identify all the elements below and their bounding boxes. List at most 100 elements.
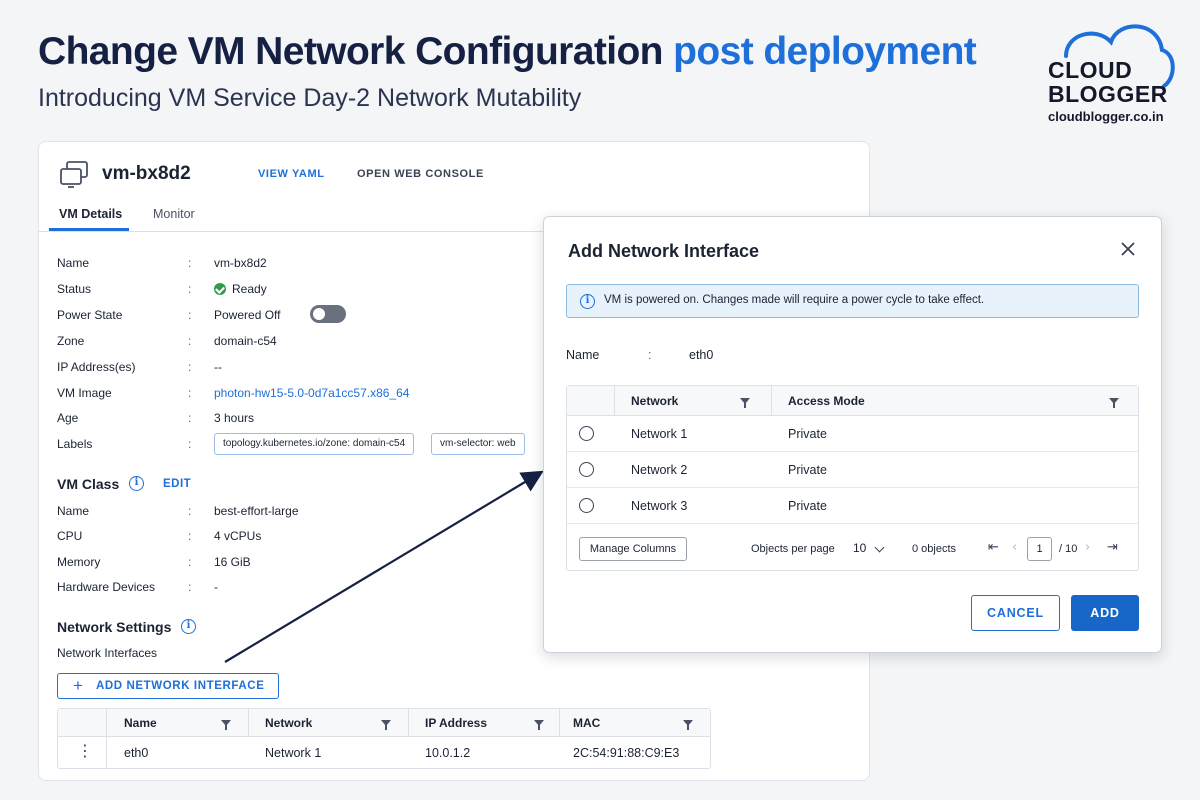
cell-network: Network 3: [631, 499, 688, 513]
detail-value: --: [214, 360, 222, 374]
cloudblogger-logo: CLOUD BLOGGER cloudblogger.co.in: [1030, 16, 1180, 126]
vm-tabs: VM Details Monitor: [39, 206, 869, 232]
power-toggle[interactable]: [310, 305, 346, 323]
detail-label: CPU: [57, 529, 83, 543]
detail-colon: :: [188, 360, 192, 374]
open-web-console-link[interactable]: OPEN WEB CONSOLE: [357, 168, 484, 180]
first-page-icon[interactable]: ⇤: [988, 540, 999, 555]
vm-name-heading: vm-bx8d2: [102, 163, 191, 184]
info-icon[interactable]: i: [181, 619, 196, 634]
column-header-ip-address[interactable]: IP Address: [425, 716, 488, 730]
edit-vm-class-link[interactable]: EDIT: [163, 478, 192, 490]
close-icon[interactable]: [1118, 239, 1138, 259]
detail-colon: :: [188, 308, 192, 322]
logo-line-1: CLOUD: [1048, 57, 1133, 83]
page-number-input[interactable]: 1: [1027, 537, 1052, 561]
detail-label: VM Image: [57, 386, 112, 400]
info-icon[interactable]: i: [129, 476, 144, 491]
info-icon: i: [580, 294, 595, 309]
alert-text: VM is powered on. Changes made will requ…: [604, 294, 985, 306]
grid-row[interactable]: Network 3 Private: [567, 488, 1138, 524]
grid-row[interactable]: Network 1 Private: [567, 416, 1138, 452]
detail-value: Powered Off: [214, 308, 281, 322]
detail-label: Age: [57, 411, 79, 425]
section-label: Network Interfaces: [57, 646, 158, 660]
cell-access-mode: Private: [788, 463, 827, 477]
filter-icon[interactable]: [683, 720, 693, 730]
logo-url: cloudblogger.co.in: [1048, 109, 1164, 124]
filter-icon[interactable]: [740, 398, 750, 408]
detail-colon: :: [188, 504, 192, 518]
cell-name: eth0: [124, 746, 149, 760]
next-page-icon[interactable]: ›: [1085, 540, 1091, 555]
detail-label: Labels: [57, 437, 93, 451]
network-selection-grid: Network Access Mode Network 1 Private Ne…: [566, 385, 1139, 571]
dialog-title: Add Network Interface: [568, 241, 760, 261]
detail-colon: :: [188, 411, 192, 425]
objects-per-page-label: Objects per page: [751, 543, 835, 555]
network-radio[interactable]: [579, 498, 594, 513]
manage-columns-button[interactable]: Manage Columns: [579, 537, 687, 561]
detail-label: Power State: [57, 308, 123, 322]
detail-value: 4 vCPUs: [214, 529, 262, 543]
grid-row[interactable]: Network 2 Private: [567, 452, 1138, 488]
column-header-network[interactable]: Network: [631, 394, 679, 408]
detail-label: Hardware Devices: [57, 580, 156, 594]
interface-name-colon: :: [648, 348, 652, 362]
tab-monitor[interactable]: Monitor: [153, 207, 195, 221]
cell-access-mode: Private: [788, 427, 827, 441]
network-radio[interactable]: [579, 462, 594, 477]
detail-colon: :: [188, 555, 192, 569]
filter-icon[interactable]: [1109, 398, 1119, 408]
check-circle-icon: [214, 283, 226, 295]
cell-network: Network 1: [265, 746, 322, 760]
filter-icon[interactable]: [381, 720, 391, 730]
tab-vm-details[interactable]: VM Details: [59, 207, 123, 221]
detail-value: best-effort-large: [214, 504, 299, 518]
filter-icon[interactable]: [534, 720, 544, 730]
filter-icon[interactable]: [221, 720, 231, 730]
detail-colon: :: [188, 529, 192, 543]
objects-count: 0 objects: [912, 543, 957, 555]
add-network-interface-dialog: Add Network Interface i VM is powered on…: [543, 216, 1162, 653]
column-divider: [248, 709, 249, 737]
detail-value: vm-bx8d2: [214, 256, 267, 270]
column-divider: [559, 709, 560, 737]
detail-value: 3 hours: [214, 411, 255, 425]
page-subtitle: Introducing VM Service Day-2 Network Mut…: [38, 84, 582, 112]
detail-colon: :: [188, 437, 192, 451]
chevron-down-icon[interactable]: [874, 542, 885, 553]
previous-page-icon[interactable]: ‹: [1012, 540, 1018, 555]
column-header-access-mode[interactable]: Access Mode: [788, 394, 865, 408]
network-interfaces-table: Name Network IP Address MAC ⋮ eth0 Netwo…: [57, 708, 711, 769]
objects-per-page-select[interactable]: 10: [853, 541, 867, 555]
row-actions-icon[interactable]: ⋮: [77, 743, 93, 760]
active-tab-indicator: [49, 228, 129, 231]
cell-network: Network 2: [631, 463, 688, 477]
last-page-icon[interactable]: ⇥: [1107, 540, 1118, 555]
label-chip: topology.kubernetes.io/zone: domain-c54: [214, 433, 415, 455]
interface-name-label: Name: [566, 348, 600, 362]
network-radio[interactable]: [579, 426, 594, 441]
column-header-mac[interactable]: MAC: [573, 716, 601, 730]
detail-value: 16 GiB: [214, 555, 251, 569]
detail-label: Zone: [57, 334, 85, 348]
column-header-network[interactable]: Network: [265, 716, 313, 730]
vm-image-link[interactable]: photon-hw15-5.0-0d7a1cc57.x86_64: [214, 386, 410, 400]
detail-colon: :: [188, 334, 192, 348]
add-network-interface-label: ADD NETWORK INTERFACE: [96, 680, 265, 692]
column-divider: [771, 386, 772, 416]
view-yaml-link[interactable]: VIEW YAML: [258, 168, 325, 180]
logo-wordmark: CLOUD BLOGGER: [1048, 58, 1168, 106]
column-header-name[interactable]: Name: [124, 716, 157, 730]
cancel-button[interactable]: CANCEL: [971, 595, 1060, 631]
headline-accent: post deployment: [673, 30, 977, 73]
virtual-machine-icon: [60, 161, 88, 188]
detail-label: Name: [57, 256, 90, 270]
add-button[interactable]: ADD: [1071, 595, 1139, 631]
grid-header: Network Access Mode: [567, 386, 1138, 416]
network-settings-title: Network Settings: [57, 619, 172, 635]
detail-label: IP Address(es): [57, 360, 136, 374]
add-network-interface-button[interactable]: + ADD NETWORK INTERFACE: [57, 673, 279, 699]
page-headline: Change VM Network Configuration post dep…: [38, 30, 977, 74]
